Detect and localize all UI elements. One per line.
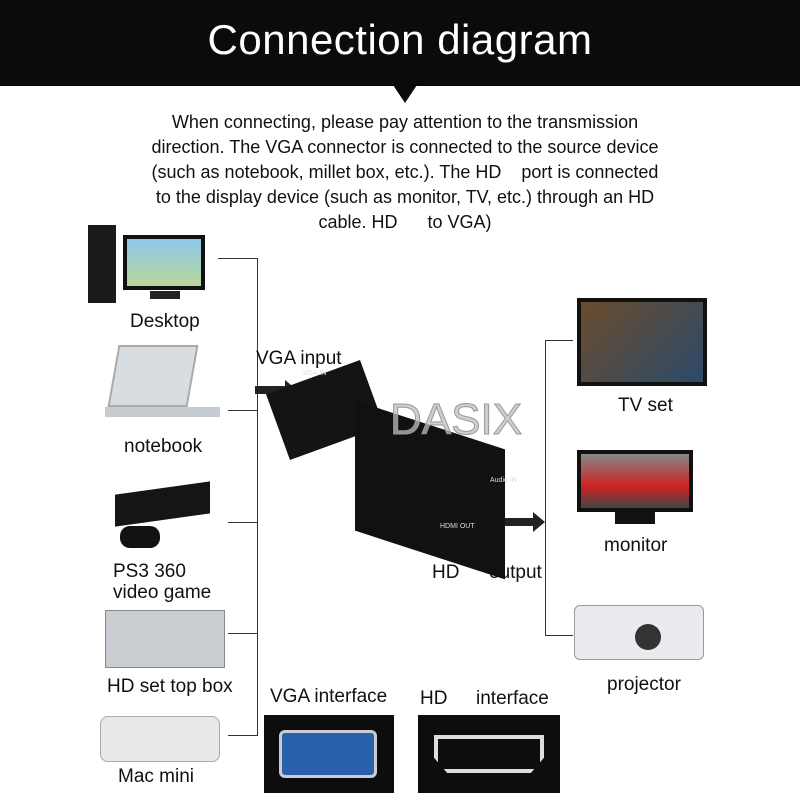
source-label-mac-mini: Mac mini bbox=[118, 766, 195, 787]
display-label-monitor: monitor bbox=[604, 535, 668, 556]
display-label-tv: TV set bbox=[618, 395, 673, 416]
description-line: When connecting, please pay attention to… bbox=[171, 112, 639, 132]
notebook-image bbox=[105, 345, 220, 420]
description-line: direction. The VGA connector is connecte… bbox=[151, 137, 659, 157]
source-bus-line bbox=[257, 258, 258, 736]
audio-in-port-label: Audio IN bbox=[490, 477, 517, 484]
connector-line bbox=[228, 522, 258, 523]
display-label-projector: projector bbox=[607, 674, 681, 695]
pointer-triangle bbox=[393, 85, 417, 103]
vga-input-label: VGA input bbox=[256, 348, 342, 369]
set-top-box-image bbox=[105, 610, 225, 668]
description-line: cable. HD to VGA) bbox=[318, 212, 492, 232]
source-label-ps3: PS3 360 bbox=[113, 561, 186, 582]
hdmi-out-port-label: HDMI OUT bbox=[440, 523, 475, 530]
source-label-notebook: notebook bbox=[124, 436, 203, 457]
page-title: Connection diagram bbox=[207, 16, 593, 63]
ps3-image bbox=[115, 478, 210, 563]
description: When connecting, please pay attention to… bbox=[100, 110, 710, 235]
hdmi-output-label-b: output bbox=[489, 562, 542, 583]
hdmi-port-image bbox=[418, 715, 560, 793]
watermark: DASIX bbox=[389, 395, 523, 445]
hdmi-output-label-a: HD bbox=[432, 562, 460, 583]
output-arrow bbox=[503, 512, 545, 532]
hdmi-interface-label-a: HD bbox=[420, 688, 448, 709]
vga-hdmi-adapter-image: VGA IN HDMI OUT Audio IN DASIX bbox=[265, 360, 525, 580]
connector-line bbox=[545, 635, 573, 636]
display-bus-line bbox=[545, 340, 546, 636]
connector-line bbox=[545, 340, 573, 341]
monitor-image bbox=[577, 450, 693, 512]
monitor-stand bbox=[615, 512, 655, 524]
connector-line bbox=[228, 735, 258, 736]
tv-image bbox=[577, 298, 707, 386]
projector-image bbox=[574, 605, 704, 660]
description-line: to the display device (such as monitor, … bbox=[155, 187, 655, 207]
mac-mini-image bbox=[100, 716, 220, 762]
source-label-set-top-box: HD set top box bbox=[107, 676, 233, 697]
connector-line bbox=[218, 258, 258, 259]
connector-line bbox=[228, 410, 258, 411]
hdmi-interface-label-b: interface bbox=[476, 688, 549, 709]
source-label-video-game: video game bbox=[113, 582, 212, 603]
vga-in-port-label: VGA IN bbox=[303, 370, 327, 377]
vga-port-image bbox=[264, 715, 394, 793]
connector-line bbox=[228, 633, 258, 634]
vga-interface-label: VGA interface bbox=[270, 686, 388, 707]
desktop-image bbox=[88, 225, 218, 305]
header-bar bbox=[0, 0, 800, 86]
source-label-desktop: Desktop bbox=[130, 311, 200, 332]
description-line: (such as notebook, millet box, etc.). Th… bbox=[151, 162, 659, 182]
